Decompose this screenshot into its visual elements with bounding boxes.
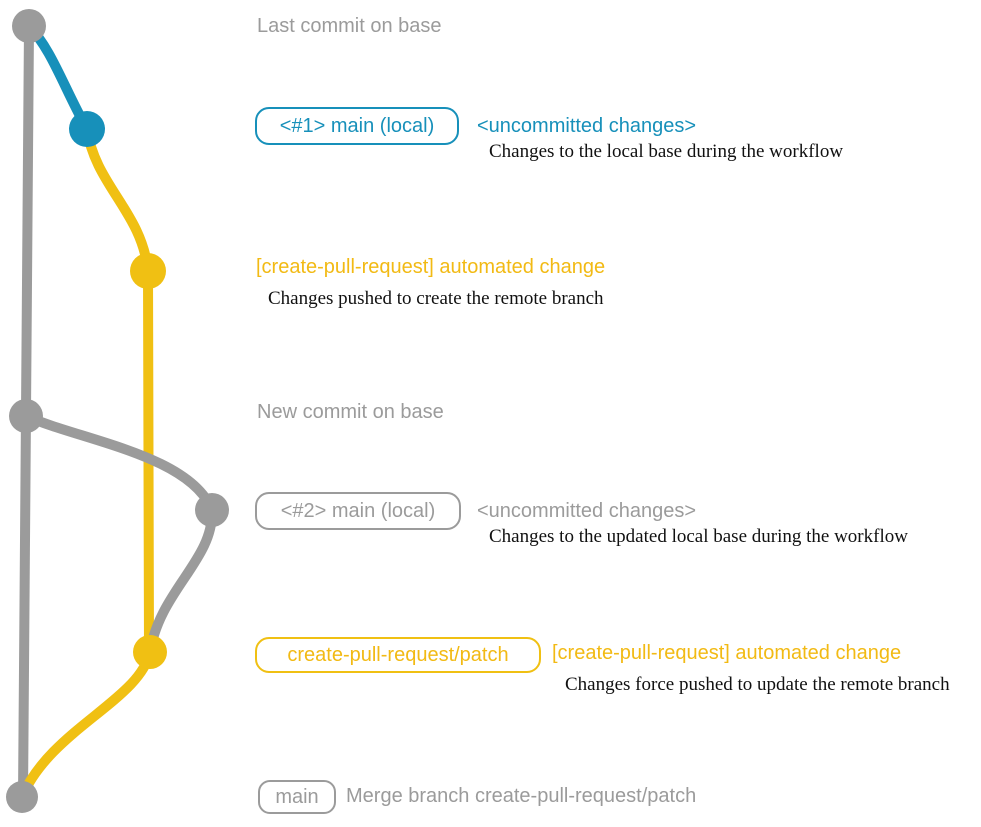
commit-dot-uncommitted-changes-2	[195, 493, 229, 527]
uncommitted-changes-2-description: Changes to the updated local base during…	[489, 526, 908, 547]
branch-badge-main-label: main	[275, 785, 319, 808]
uncommitted-changes-1-label: <uncommitted changes>	[477, 115, 697, 137]
commit-dot-last-commit-on-base	[12, 9, 46, 43]
branch-badge-main-local-2-label: <#2> main (local)	[280, 499, 436, 522]
branch-badge-main-local-2: <#2> main (local)	[255, 492, 461, 530]
commit-dot-new-commit-on-base	[9, 399, 43, 433]
commit-dot-uncommitted-changes-1	[69, 111, 105, 147]
branch-badge-patch: create-pull-request/patch	[255, 637, 541, 673]
last-commit-label: Last commit on base	[257, 15, 442, 37]
branch-badge-main-local-1: <#1> main (local)	[255, 107, 459, 145]
uncommitted-changes-1-description: Changes to the local base during the wor…	[489, 141, 844, 162]
patch-branch-create-edge	[82, 124, 153, 276]
commit-dot-automated-change-1	[130, 253, 166, 289]
patch-branch-merge-edge	[17, 647, 155, 802]
new-commit-label: New commit on base	[257, 401, 444, 423]
uncommitted-changes-2-label: <uncommitted changes>	[477, 500, 697, 522]
automated-change-1-label: [create-pull-request] automated change	[256, 256, 606, 278]
commit-dot-automated-change-2	[133, 635, 167, 669]
local-main-2-edge	[21, 411, 217, 515]
branch-badge-main: main	[258, 780, 336, 814]
branch-badge-patch-label: create-pull-request/patch	[287, 643, 509, 666]
branch-badge-main-local-1-label: <#1> main (local)	[279, 114, 435, 137]
automated-change-2-description: Changes force pushed to update the remot…	[565, 674, 950, 695]
automated-change-1-description: Changes pushed to create the remote bran…	[268, 288, 604, 309]
force-push-edge	[145, 505, 218, 657]
merge-commit-message: Merge branch create-pull-request/patch	[346, 785, 697, 807]
commit-dot-merge-commit	[6, 781, 38, 813]
automated-change-2-label: [create-pull-request] automated change	[552, 642, 902, 664]
git-graph	[6, 9, 229, 813]
